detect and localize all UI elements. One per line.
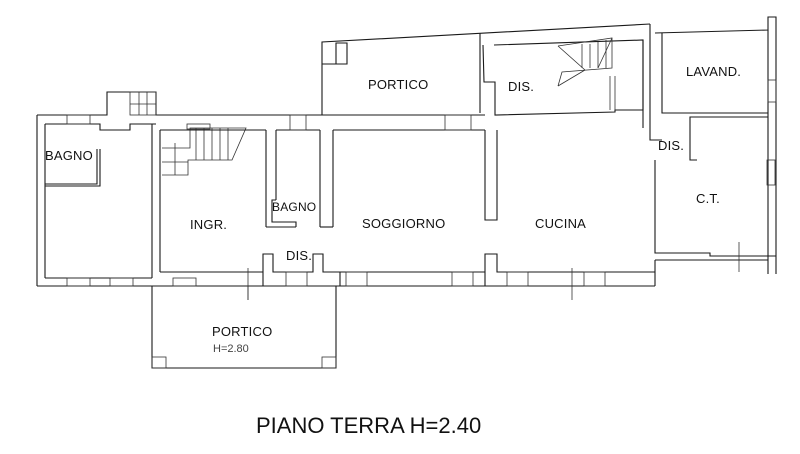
plan-title: PIANO TERRA H=2.40 [256, 413, 482, 438]
room-label-cucina: CUCINA [535, 216, 587, 231]
upper-wing-walls [321, 23, 662, 141]
room-label-portico-top: PORTICO [368, 77, 429, 92]
room-label-dis-mid: DIS. [286, 248, 313, 263]
portico-height-label: H=2.80 [213, 343, 249, 355]
room-label-ct: C.T. [696, 191, 720, 206]
room-label-ingr: INGR. [190, 217, 228, 232]
room-label-dis-right: DIS. [658, 138, 685, 153]
room-label-lavand: LAVAND. [686, 64, 742, 79]
room-label-dis-top: DIS. [508, 79, 535, 94]
room-label-bagno-left: BAGNO [45, 148, 93, 163]
left-wing-walls [36, 91, 655, 287]
middle-walls [160, 114, 655, 300]
bottom-portico-walls [151, 286, 337, 369]
room-label-soggiorno: SOGGIORNO [362, 216, 446, 231]
room-label-bagno-mid: BAGNO [272, 200, 317, 214]
room-label-portico-bottom: PORTICO [212, 324, 273, 339]
right-wing-walls [654, 16, 777, 286]
stairs-ingr [162, 123, 247, 176]
